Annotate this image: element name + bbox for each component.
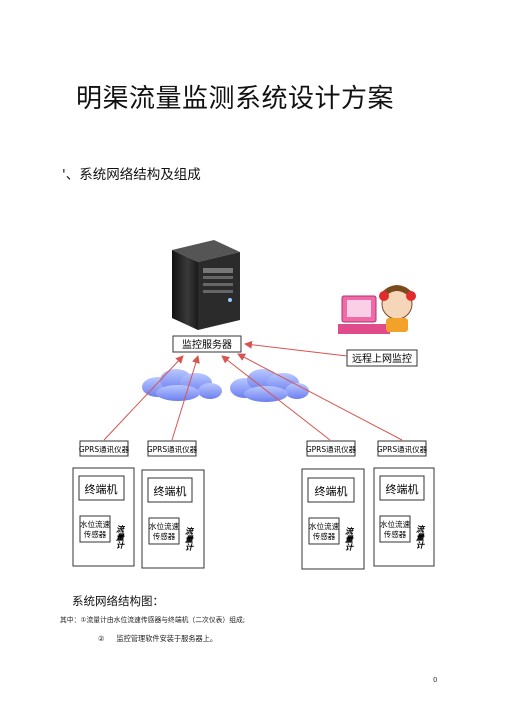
station-unit-3: GPRS通讯仪器 终端机 水位流速 传感器 流量计 [301,440,365,570]
station-unit-4: GPRS通讯仪器 终端机 水位流速 传感器 流量计 [373,440,435,567]
arrow-gprs1-to-server [103,355,184,441]
diagram-caption: 系统网络结构图： [72,594,164,608]
connection-arrows [103,340,403,441]
gprs-label: GPRS通讯仪器 [79,444,130,454]
section-heading: '、系统网络结构及组成 [62,167,201,183]
meter-label: 流量计 [414,525,425,549]
sensor-label-line2: 传感器 [153,531,176,541]
arrow-gprs4-to-server [237,353,403,441]
terminal-label: 终端机 [315,484,348,498]
sensor-label-line1: 水位流速 [309,521,339,531]
arrow-gprs2-to-server [171,355,200,441]
note-line-2: ② 监控管理软件安装于服务器上。 [98,634,217,644]
gprs-label: GPRS通讯仪器 [147,444,198,454]
remote-label: 远程上网监控 [352,352,412,365]
note-line-2-number: ② [98,634,105,643]
sensor-label-line1: 水位流速 [149,521,179,531]
server-label: 监控服务器 [182,338,232,351]
arrow-gprs3-to-server [221,355,331,441]
arrow-remote-to-server [244,340,348,357]
terminal-label: 终端机 [154,484,187,498]
meter-label: 流量计 [183,527,194,551]
sensor-label-line1: 水位流速 [80,519,110,529]
page-number: 0 [433,676,438,684]
note-line-1: 其中：①流量计由水位流速传感器与终端机（二次仪表）组成; [60,616,246,624]
sensor-label-line2: 传感器 [84,529,107,539]
terminal-label: 终端机 [85,482,118,496]
note-line-2-text: 监控管理软件安装于服务器上。 [116,634,218,643]
network-cloud-left [142,369,222,401]
station-unit-2: GPRS通讯仪器 终端机 水位流速 传感器 流量计 [141,440,205,569]
server-tower-image [172,240,240,330]
monitoring-server-box: 监控服务器 [172,335,242,353]
station-unit-1: GPRS通讯仪器 终端机 水位流速 传感器 流量计 [72,440,135,567]
document-title: 明渠流量监测系统设计方案 [76,84,395,114]
gprs-label: GPRS通讯仪器 [377,444,428,454]
sensor-label-line2: 传感器 [384,529,407,539]
network-cloud-right [230,369,309,402]
sensor-label-line1: 水位流速 [380,519,410,529]
gprs-label: GPRS通讯仪器 [306,444,357,454]
meter-label: 流量计 [343,527,354,551]
sensor-label-line2: 传感器 [313,531,336,541]
remote-user-clipart [338,285,416,334]
meter-label: 流量计 [114,525,125,549]
terminal-label: 终端机 [386,482,419,496]
remote-monitor-box: 远程上网监控 [346,349,418,367]
